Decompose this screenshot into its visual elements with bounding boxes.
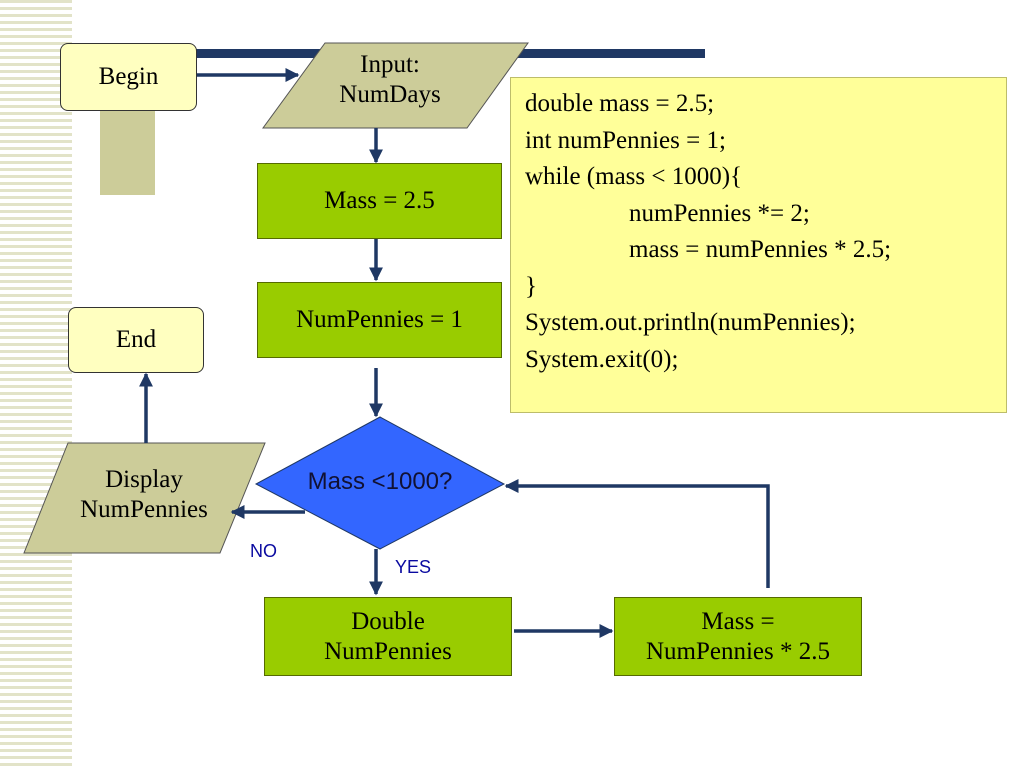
double-pennies-box: Double NumPennies bbox=[264, 597, 512, 676]
decision-diamond bbox=[254, 416, 506, 550]
mass-update-line1: Mass = bbox=[701, 607, 775, 635]
mass-update-line2: NumPennies * 2.5 bbox=[645, 637, 831, 665]
pennies-init-label: NumPennies = 1 bbox=[296, 306, 463, 333]
double-label-line1: Double bbox=[351, 607, 425, 635]
code-line: } bbox=[525, 272, 537, 300]
decorative-stripes bbox=[0, 0, 72, 768]
input-label: Input: NumDays bbox=[300, 50, 480, 110]
end-label: End bbox=[115, 326, 157, 353]
mass-init-label: Mass = 2.5 bbox=[324, 187, 435, 214]
arrow-loop-back bbox=[504, 479, 770, 588]
code-line: int numPennies = 1; bbox=[525, 126, 726, 154]
yes-label: YES bbox=[395, 557, 432, 577]
code-line: System.exit(0); bbox=[525, 345, 679, 373]
pennies-init-box: NumPennies = 1 bbox=[257, 282, 502, 358]
input-label-line2: NumDays bbox=[339, 81, 441, 108]
code-panel: double mass = 2.5; int numPennies = 1; w… bbox=[510, 77, 1007, 413]
input-parallelogram bbox=[262, 42, 529, 129]
mass-init-box: Mass = 2.5 bbox=[257, 163, 502, 239]
display-label: Display NumPennies bbox=[54, 465, 234, 525]
code-line: while (mass < 1000){ bbox=[525, 163, 743, 190]
display-label-line1: Display bbox=[105, 466, 183, 493]
code-line: numPennies *= 2; bbox=[629, 199, 810, 227]
decision-label: Mass <1000? bbox=[307, 468, 453, 495]
begin-terminal: Begin bbox=[60, 43, 197, 111]
input-label-line1: Input: bbox=[360, 51, 420, 78]
code-line: mass = numPennies * 2.5; bbox=[629, 236, 892, 263]
code-line: double mass = 2.5; bbox=[525, 90, 715, 117]
code-line: System.out.println(numPennies); bbox=[525, 309, 856, 336]
end-terminal: End bbox=[68, 307, 204, 373]
double-label-line2: NumPennies bbox=[324, 637, 452, 665]
begin-label: Begin bbox=[98, 63, 159, 90]
no-label: NO bbox=[250, 541, 277, 561]
display-parallelogram bbox=[23, 442, 266, 554]
display-label-line2: NumPennies bbox=[80, 496, 208, 523]
mass-update-box: Mass = NumPennies * 2.5 bbox=[614, 597, 862, 676]
